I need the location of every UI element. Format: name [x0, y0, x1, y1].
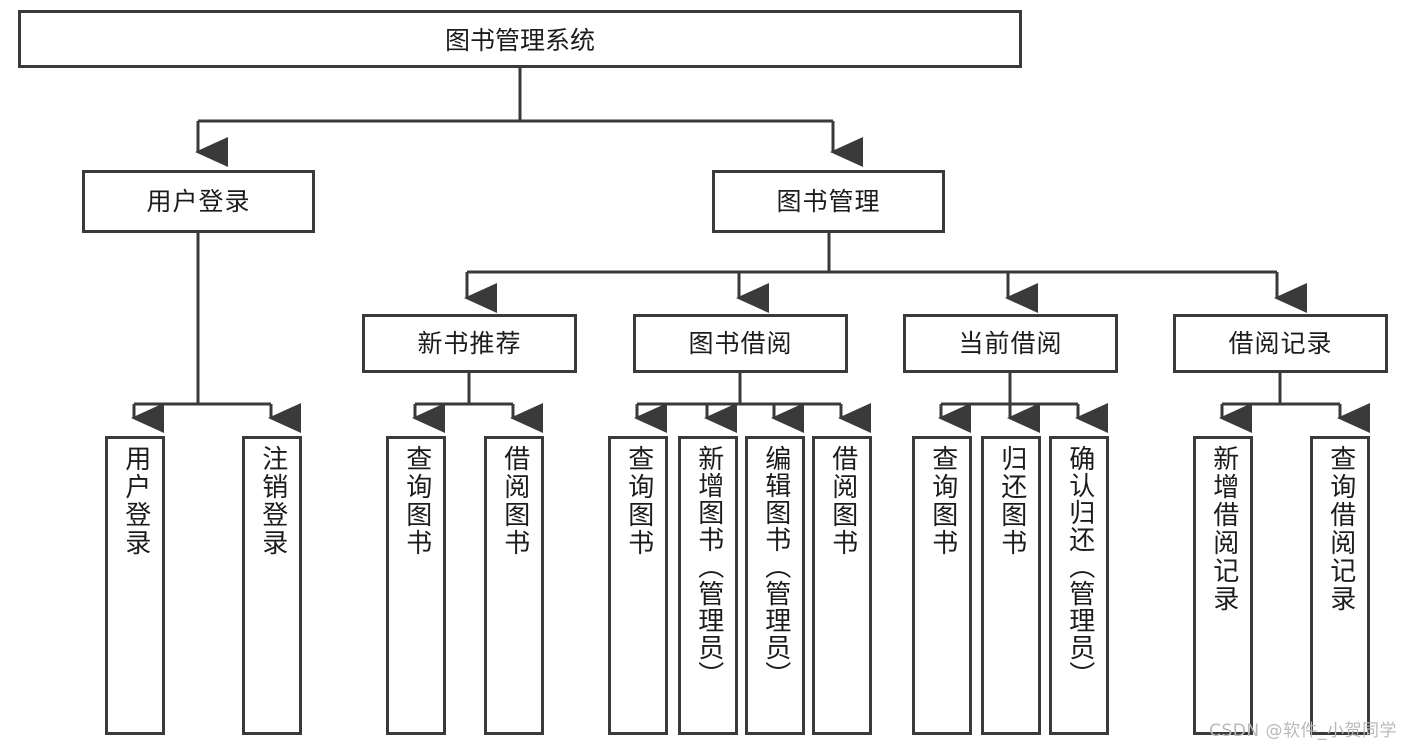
node-leaf-add-borrow-record[interactable]: 新增借阅记录	[1193, 436, 1253, 735]
node-root-system[interactable]: 图书管理系统	[18, 10, 1022, 68]
node-borrow-record[interactable]: 借阅记录	[1173, 314, 1388, 373]
node-label: 当前借阅	[958, 328, 1063, 358]
watermark-label: CSDN @软件_小贺同学	[1209, 721, 1397, 741]
node-label: 新书推荐	[417, 328, 522, 358]
node-label: 新增借阅记录	[1208, 445, 1239, 613]
node-label: 用户登录	[120, 445, 151, 557]
node-label: 归还图书	[996, 445, 1027, 557]
node-label: 图书借阅	[688, 328, 793, 358]
node-user-login[interactable]: 用户登录	[82, 170, 315, 233]
node-label: 查询借阅记录	[1325, 445, 1356, 613]
node-label: 借阅图书	[499, 445, 530, 557]
node-leaf-query-book-current[interactable]: 查询图书	[912, 436, 972, 735]
node-label: 查询图书	[401, 445, 432, 557]
node-leaf-confirm-return[interactable]: 确认归还（管理员）	[1049, 436, 1109, 735]
node-label: 新增图书（管理员）	[693, 445, 724, 688]
node-label: 图书管理	[776, 186, 881, 216]
node-leaf-borrow-book-recommend[interactable]: 借阅图书	[484, 436, 544, 735]
node-label: 借阅图书	[827, 445, 858, 557]
node-book-borrow[interactable]: 图书借阅	[633, 314, 848, 373]
node-label: 注销登录	[257, 445, 288, 557]
node-leaf-logout-login[interactable]: 注销登录	[242, 436, 302, 735]
node-label: 编辑图书（管理员）	[760, 445, 791, 688]
node-label: 查询图书	[927, 445, 958, 557]
node-leaf-return-book[interactable]: 归还图书	[981, 436, 1041, 735]
node-leaf-query-book-recommend[interactable]: 查询图书	[386, 436, 446, 735]
node-book-management[interactable]: 图书管理	[712, 170, 945, 233]
node-leaf-edit-book[interactable]: 编辑图书（管理员）	[745, 436, 805, 735]
node-leaf-add-book[interactable]: 新增图书（管理员）	[678, 436, 738, 735]
node-leaf-borrow-book[interactable]: 借阅图书	[812, 436, 872, 735]
node-label: 查询图书	[623, 445, 654, 557]
node-leaf-query-book-borrow[interactable]: 查询图书	[608, 436, 668, 735]
node-current-borrow[interactable]: 当前借阅	[903, 314, 1118, 373]
node-leaf-user-login[interactable]: 用户登录	[105, 436, 165, 735]
node-new-book-recommend[interactable]: 新书推荐	[362, 314, 577, 373]
node-leaf-query-borrow-record[interactable]: 查询借阅记录	[1310, 436, 1370, 735]
node-label: 借阅记录	[1228, 328, 1333, 358]
node-label: 用户登录	[146, 186, 251, 216]
node-label: 图书管理系统	[444, 26, 595, 55]
node-label: 确认归还（管理员）	[1064, 445, 1095, 688]
